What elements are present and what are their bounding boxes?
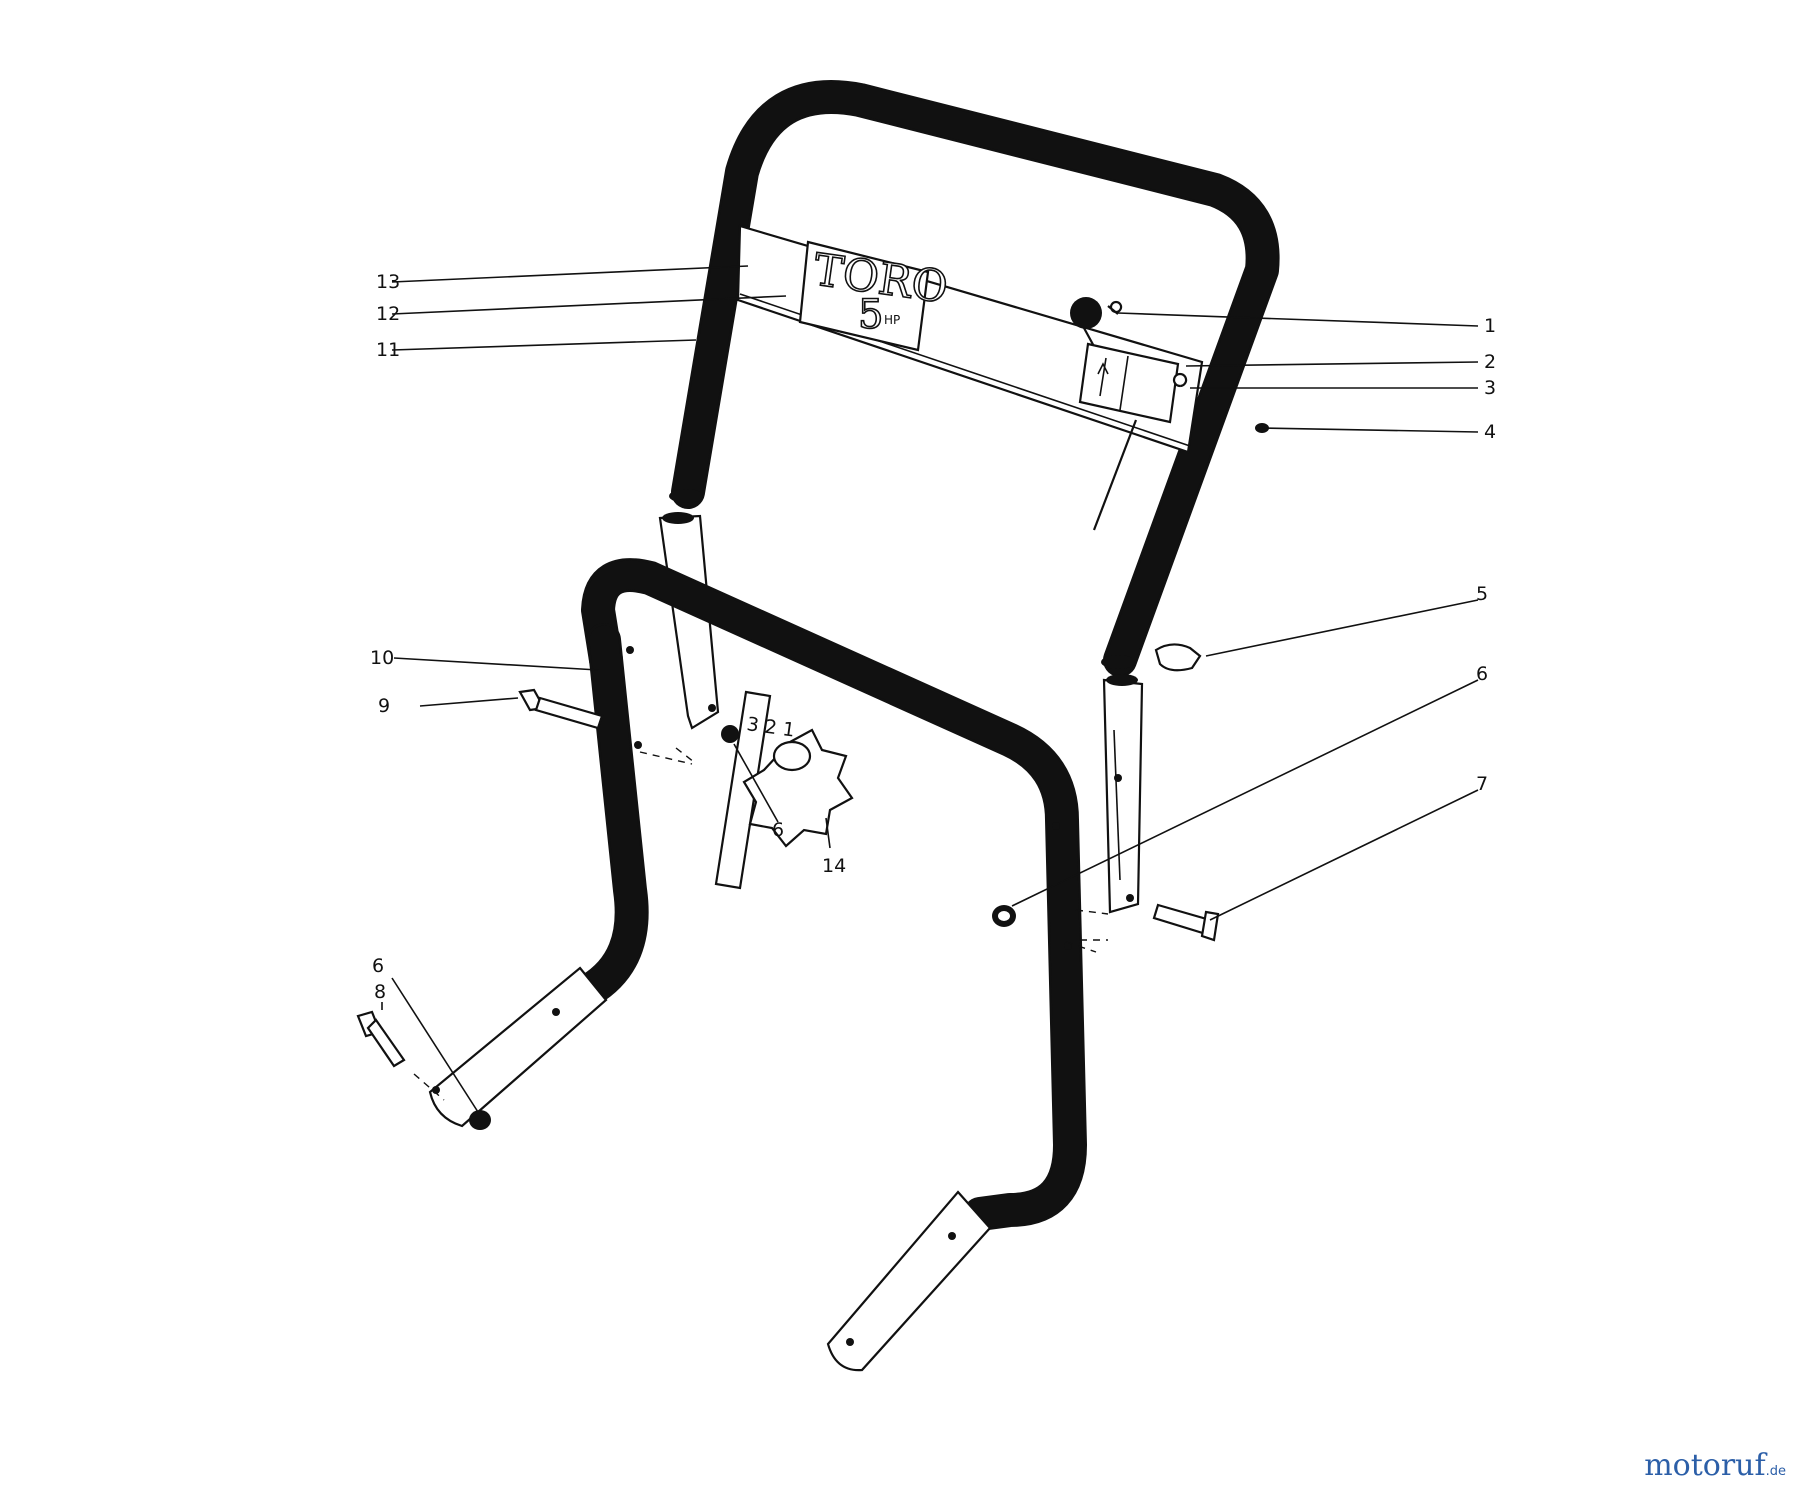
clamp-5	[1154, 643, 1202, 672]
nut-6-bracket	[721, 725, 739, 743]
callout-9: 9	[378, 695, 390, 717]
control-panel: TORO 5 HP	[736, 224, 1269, 531]
bolt-8	[366, 1018, 406, 1068]
star-knob	[742, 728, 854, 848]
hardware	[356, 643, 1220, 1130]
left-foot-plate	[428, 966, 608, 1128]
callout-10: 10	[370, 647, 394, 669]
callout-12: 12	[376, 303, 400, 325]
lower-handle	[428, 558, 1087, 1372]
callouts: 1 2 3 4 5 6 7 6 14 6 8 9 10 11 12 13	[370, 271, 1496, 1003]
watermark-suffix: .de	[1765, 1464, 1786, 1479]
adjust-bracket: 3 2 1	[714, 690, 854, 890]
bolt-7	[1152, 903, 1212, 936]
hp-unit: HP	[884, 313, 900, 327]
screw-1	[1107, 300, 1123, 315]
watermark-text: motoruf	[1644, 1448, 1766, 1483]
callout-11: 11	[376, 339, 400, 361]
brand-decal: TORO 5 HP	[798, 240, 952, 352]
callout-2: 2	[1484, 351, 1496, 373]
watermark-logo: motoruf.de	[1644, 1448, 1786, 1483]
screw-3	[1172, 372, 1188, 388]
bolt-9	[534, 696, 604, 730]
callout-5: 5	[1476, 583, 1488, 605]
callout-13: 13	[376, 271, 400, 293]
callout-6-right: 6	[1476, 663, 1488, 685]
callout-3: 3	[1484, 377, 1496, 399]
callout-7: 7	[1476, 773, 1488, 795]
nut-6-lower	[469, 1110, 491, 1130]
callout-8: 8	[374, 981, 386, 1003]
callout-6-center: 6	[772, 819, 784, 841]
callout-4: 4	[1484, 421, 1496, 443]
upper-handle	[669, 80, 1280, 677]
throttle-knob	[1070, 297, 1102, 329]
upper-handle-stubs	[658, 512, 1144, 914]
hp-number: 5	[858, 292, 883, 338]
leader-lines	[381, 265, 1479, 1113]
callout-1: 1	[1484, 315, 1496, 337]
callout-14: 14	[822, 855, 846, 877]
throttle-cable	[1092, 419, 1138, 531]
callout-6-lower: 6	[372, 955, 384, 977]
